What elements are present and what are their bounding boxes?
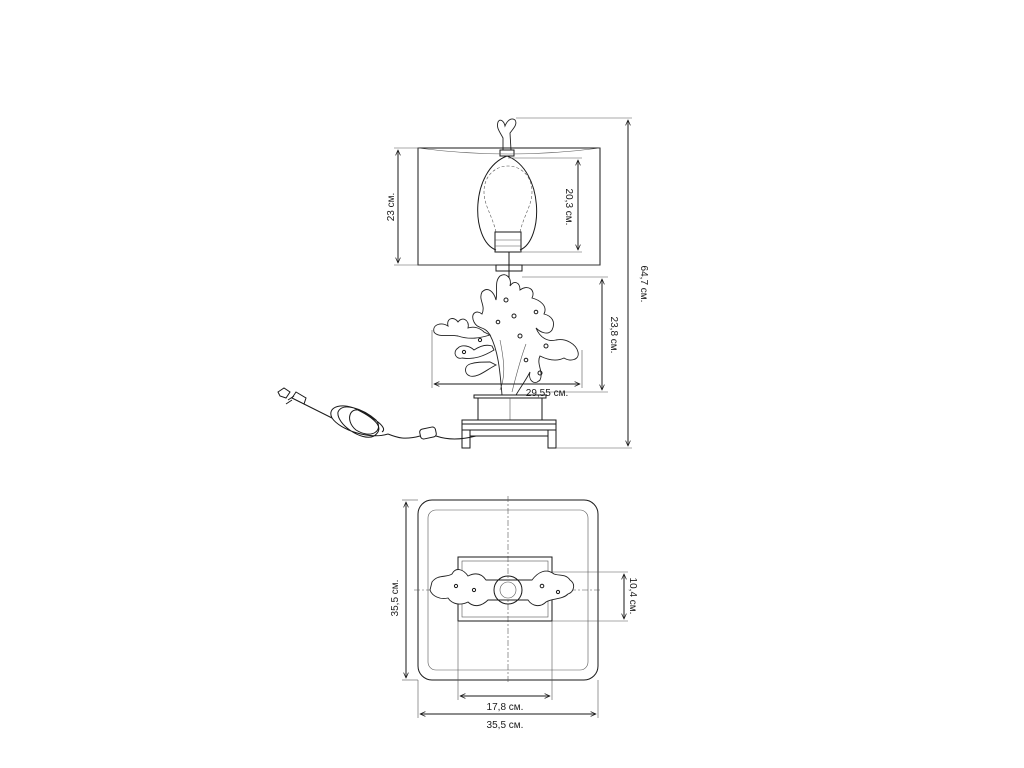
top-dimension-lines <box>402 499 628 718</box>
total-height-label: 64,7 см. <box>638 266 649 303</box>
coral-sculpture <box>433 274 579 396</box>
power-cord <box>277 387 477 440</box>
lamp-harp <box>477 155 538 251</box>
coral-finial <box>497 118 517 157</box>
shade-height-label: 23 см. <box>386 193 397 222</box>
top-view: 35,5 см. 10,4 см. 17,8 см. 35,5 см. <box>390 496 638 731</box>
front-view: 64,7 см. 23 см. 20,3 см. 23,8 см. 29,55 … <box>277 117 649 449</box>
coral-width-label: 29,55 см. <box>526 388 568 399</box>
top-width-label: 35,5 см. <box>487 720 524 731</box>
coral-top-view <box>429 569 575 607</box>
light-bulb <box>483 165 533 253</box>
bulb-height-label: 20,3 см. <box>563 189 574 226</box>
front-dimension-lines <box>394 117 632 449</box>
base-width-label: 17,8 см. <box>487 702 524 713</box>
lamp-base <box>461 394 557 449</box>
coral-height-label: 23,8 см. <box>608 317 619 354</box>
base-depth-label: 10,4 см. <box>627 578 638 615</box>
top-depth-label: 35,5 см. <box>390 580 401 617</box>
